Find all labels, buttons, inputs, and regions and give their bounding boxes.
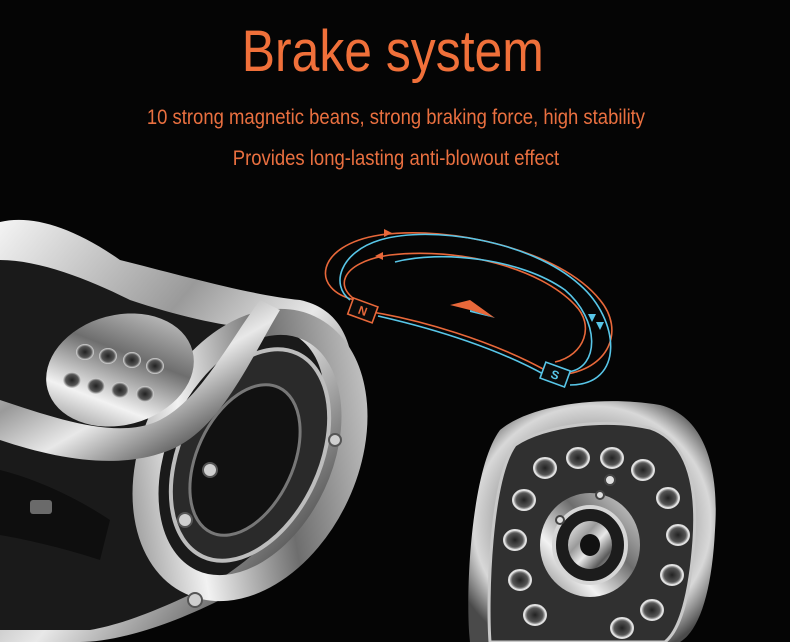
north-magnet-badge: N [346,297,379,324]
north-field-line-direct [371,311,546,371]
south-magnet-badge: S [539,361,572,388]
brake-side-plate-image [468,401,716,642]
field-arrow-icon [375,252,383,260]
field-arrow-icon [588,314,596,322]
reel-frame-image [0,219,368,642]
south-field-line-inner [394,255,593,373]
field-arrow-icon [384,229,392,237]
feature-description-2: Provides long-lasting anti-blowout effec… [232,147,560,170]
feature-description-1: 10 strong magnetic beans, strong braking… [146,106,646,129]
compass-needle-south [470,310,495,318]
field-arrow-icon [596,322,604,330]
south-field-line-outer [339,233,612,386]
page-title: Brake system [241,19,544,84]
compass-needle-north [450,300,495,318]
south-field-line-direct [377,315,546,376]
magnetic-field-diagram: N S [324,229,613,388]
